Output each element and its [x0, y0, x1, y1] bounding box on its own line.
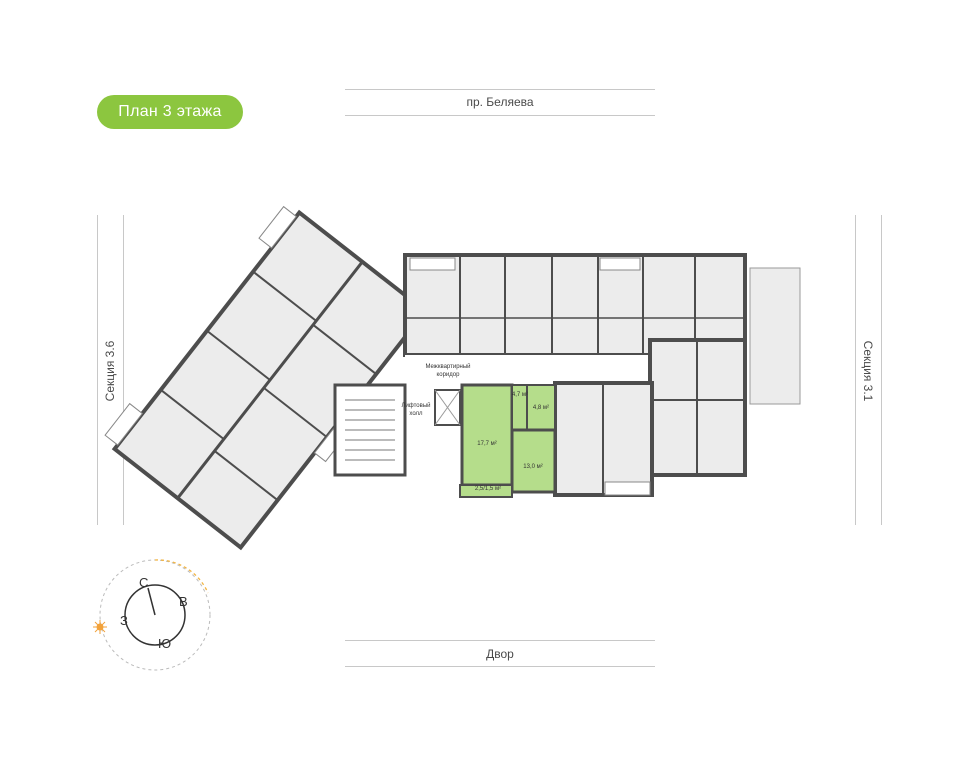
street-top-line-upper — [345, 89, 655, 90]
street-bottom-line-upper — [345, 640, 655, 641]
selected-room-kitchen — [510, 428, 557, 494]
north-balcony-2 — [599, 257, 641, 271]
street-bottom-label: Двор — [486, 647, 514, 661]
room-area-living: 17,7 м² — [477, 441, 497, 447]
compass-east: В — [179, 594, 188, 609]
floor-title: План 3 этажа — [118, 103, 222, 120]
room-area-bath: 4,8 м² — [532, 405, 550, 411]
compass-west: З — [120, 613, 128, 628]
left-wing-wall-3 — [252, 270, 317, 322]
compass-sun-arc — [154, 559, 209, 594]
left-wing-balcony-1 — [104, 402, 144, 446]
left-wing-wall-5 — [263, 387, 328, 438]
floor-badge: План 3 этажа — [97, 95, 243, 129]
stair-core — [333, 383, 461, 477]
section-left-line-inner — [123, 215, 124, 525]
street-bottom-line-lower — [345, 666, 655, 667]
left-wing — [104, 205, 429, 551]
street-top-label: пр. Беляева — [466, 95, 534, 109]
compass-south: Ю — [158, 636, 172, 651]
corridor-floor — [405, 355, 655, 383]
left-wing-wall-2 — [206, 329, 271, 381]
room-area-hall: 4,7 м² — [511, 392, 529, 398]
lift-shaft-cross-2 — [434, 389, 461, 426]
section-right-line-inner — [855, 215, 856, 525]
compass-needle — [147, 587, 156, 616]
south-apartments — [553, 381, 654, 497]
east-balcony — [749, 267, 801, 405]
left-wing-balcony-2 — [258, 205, 297, 249]
left-wing-wall-6 — [312, 324, 377, 375]
lift-hall-label: Лифтовый холл — [401, 403, 431, 417]
section-right-line-outer — [881, 215, 882, 525]
south-balcony — [604, 481, 651, 496]
compass-north: С — [139, 575, 149, 590]
north-balcony-1 — [409, 257, 456, 271]
selected-room-living — [460, 383, 514, 487]
room-area-balcony: 2,5/1,5 м² — [474, 486, 502, 492]
corridor-label: Межквартирный коридор — [425, 364, 471, 378]
sun-icon — [93, 620, 107, 634]
selected-apartment — [459, 383, 557, 498]
room-area-kitchen: 13,0 м² — [523, 464, 543, 470]
street-top-line-lower — [345, 115, 655, 116]
left-wing-wall-4 — [213, 450, 279, 501]
left-wing-wall-1 — [160, 389, 225, 440]
compass — [93, 559, 211, 671]
selected-room-balcony — [459, 484, 513, 498]
sun-icon-ray-4 — [94, 621, 106, 633]
section-left-line-outer — [97, 215, 98, 525]
